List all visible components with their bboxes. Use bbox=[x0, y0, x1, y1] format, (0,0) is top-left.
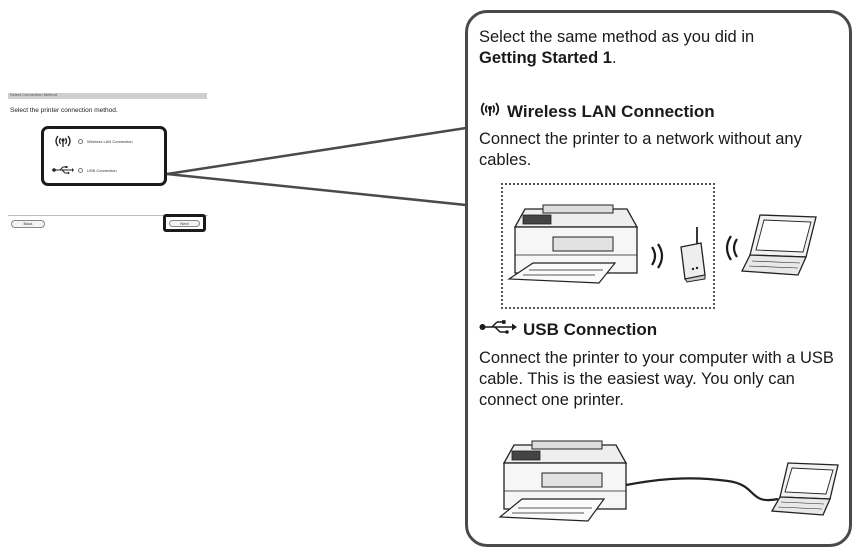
usb-cable bbox=[625, 477, 779, 502]
usb-icon bbox=[479, 319, 517, 340]
back-button[interactable]: Back bbox=[11, 220, 45, 228]
wireless-radio[interactable] bbox=[78, 138, 83, 144]
wireless-heading-text: Wireless LAN Connection bbox=[507, 101, 715, 121]
wireless-icon bbox=[52, 134, 74, 148]
signal-waves-icon bbox=[725, 235, 738, 261]
wireless-description: Connect the printer to a network without… bbox=[479, 130, 802, 169]
intro-text: Select the same method as you did in Get… bbox=[479, 27, 839, 69]
usb-heading-text: USB Connection bbox=[523, 319, 658, 339]
router-icon bbox=[680, 227, 706, 283]
usb-heading: USB Connection bbox=[479, 319, 657, 340]
intro-prefix: Select the same method as you did in bbox=[479, 28, 755, 46]
wireless-option-label: Wireless LAN Connection bbox=[87, 138, 133, 144]
dialog-divider bbox=[8, 215, 208, 216]
dialog-titlebar: Select Connection Method bbox=[8, 92, 207, 99]
intro-reference: Getting Started 1 bbox=[479, 49, 612, 67]
intro-suffix: . bbox=[611, 49, 617, 67]
dialog-title: Select Connection Method bbox=[10, 92, 57, 97]
usb-icon bbox=[52, 163, 74, 177]
connection-method-callout: Select the same method as you did in Get… bbox=[465, 10, 852, 547]
usb-option-label: USB Connection bbox=[87, 167, 117, 173]
signal-waves-icon bbox=[651, 243, 664, 269]
printer-icon bbox=[498, 440, 628, 522]
usb-radio[interactable] bbox=[78, 167, 83, 173]
printer-icon bbox=[507, 204, 639, 284]
wireless-illustration bbox=[501, 183, 715, 309]
usb-option[interactable]: USB Connection bbox=[52, 163, 117, 177]
connection-method-dialog: Select Connection Method Select the prin… bbox=[8, 92, 208, 233]
wireless-option[interactable]: Wireless LAN Connection bbox=[52, 134, 133, 148]
wireless-heading: Wireless LAN Connection bbox=[479, 101, 715, 122]
next-button-highlight: Next bbox=[163, 214, 206, 232]
laptop-icon bbox=[770, 462, 839, 516]
wireless-icon bbox=[479, 101, 501, 122]
connection-options-highlight: Wireless LAN Connection USB Connection bbox=[41, 126, 167, 186]
dialog-prompt: Select the printer connection method. bbox=[10, 107, 118, 114]
laptop-icon bbox=[740, 214, 817, 276]
usb-description: Connect the printer to your computer wit… bbox=[479, 349, 834, 409]
next-button[interactable]: Next bbox=[169, 220, 200, 227]
usb-illustration bbox=[498, 440, 839, 522]
